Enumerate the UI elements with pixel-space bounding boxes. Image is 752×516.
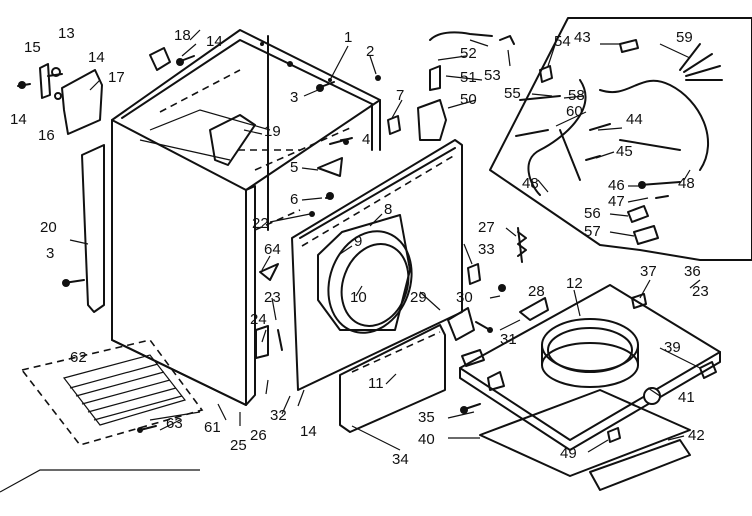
part-label-39: 39: [664, 339, 681, 356]
part-label-1: 1: [344, 29, 352, 46]
part-label-23: 23: [264, 289, 281, 306]
part-label-60: 60: [566, 103, 583, 120]
part-label-53: 53: [484, 67, 501, 84]
part-label-49: 49: [560, 445, 577, 462]
part-label-11: 11: [368, 375, 384, 392]
part-label-54: 54: [554, 33, 571, 50]
part-label-26: 26: [250, 427, 267, 444]
part-label-64: 64: [264, 241, 281, 258]
part-label-36: 36: [684, 263, 701, 280]
part-label-3: 3: [46, 245, 54, 262]
part-label-20: 20: [40, 219, 57, 236]
part-label-52: 52: [460, 45, 477, 62]
part-label-61: 61: [204, 419, 221, 436]
part-label-32: 32: [270, 407, 287, 424]
part-label-55: 55: [504, 85, 521, 102]
part-label-7: 7: [396, 87, 404, 104]
part-label-41: 41: [678, 389, 695, 406]
part-label-4: 4: [362, 131, 370, 148]
part-label-45: 45: [616, 143, 633, 160]
part-label-47: 47: [608, 193, 625, 210]
front-panel: [255, 139, 463, 433]
part-label-6: 6: [290, 191, 298, 208]
part-label-19: 19: [264, 123, 281, 140]
left-hardware: [17, 47, 195, 313]
middle-hardware: [316, 31, 549, 367]
part-label-23: 23: [692, 283, 709, 300]
part-label-57: 57: [584, 223, 601, 240]
part-label-17: 17: [108, 69, 125, 86]
part-label-8: 8: [384, 201, 392, 218]
cabinet-body: [111, 29, 381, 406]
part-label-22: 22: [252, 215, 269, 232]
part-label-50: 50: [460, 91, 477, 108]
part-label-5: 5: [290, 159, 298, 176]
part-label-27: 27: [478, 219, 495, 236]
border-line: [0, 469, 200, 493]
part-label-35: 35: [418, 409, 435, 426]
part-label-34: 34: [392, 451, 409, 468]
part-label-16: 16: [38, 127, 55, 144]
part-label-30: 30: [456, 289, 473, 306]
part-labels: 1 2 3 3 4 5 6 7 8 9 10 11 12 13 14 14 14…: [10, 25, 709, 468]
part-label-15: 15: [24, 39, 41, 56]
part-label-37: 37: [640, 263, 657, 280]
part-label-51: 51: [460, 69, 477, 86]
part-label-48: 48: [522, 175, 539, 192]
part-label-29: 29: [410, 289, 427, 306]
part-label-42: 42: [688, 427, 705, 444]
part-label-28: 28: [528, 283, 545, 300]
part-label-18: 18: [174, 27, 191, 44]
part-label-44: 44: [626, 111, 643, 128]
part-label-40: 40: [418, 431, 435, 448]
part-label-58: 58: [568, 87, 585, 104]
part-label-2: 2: [366, 43, 374, 60]
part-label-13: 13: [58, 25, 75, 42]
part-label-14: 14: [300, 423, 317, 440]
part-label-14: 14: [88, 49, 105, 66]
part-label-56: 56: [584, 205, 601, 222]
kick-plate: [20, 339, 204, 446]
part-label-59: 59: [676, 29, 693, 46]
part-label-9: 9: [354, 233, 362, 250]
part-label-24: 24: [250, 311, 267, 328]
part-label-33: 33: [478, 241, 495, 258]
base-assembly: [459, 284, 721, 491]
part-label-25: 25: [230, 437, 247, 454]
part-label-3: 3: [290, 89, 298, 106]
part-label-48: 48: [678, 175, 695, 192]
part-label-31: 31: [500, 331, 517, 348]
part-label-12: 12: [566, 275, 583, 292]
part-label-62: 62: [70, 349, 87, 366]
part-label-43: 43: [574, 29, 591, 46]
part-label-46: 46: [608, 177, 625, 194]
leader-lines: [69, 29, 701, 453]
part-label-14: 14: [10, 111, 27, 128]
part-label-63: 63: [166, 415, 183, 432]
part-label-14: 14: [206, 33, 223, 50]
wiring-harness-inset: [489, 17, 752, 261]
part-label-10: 10: [350, 289, 367, 306]
